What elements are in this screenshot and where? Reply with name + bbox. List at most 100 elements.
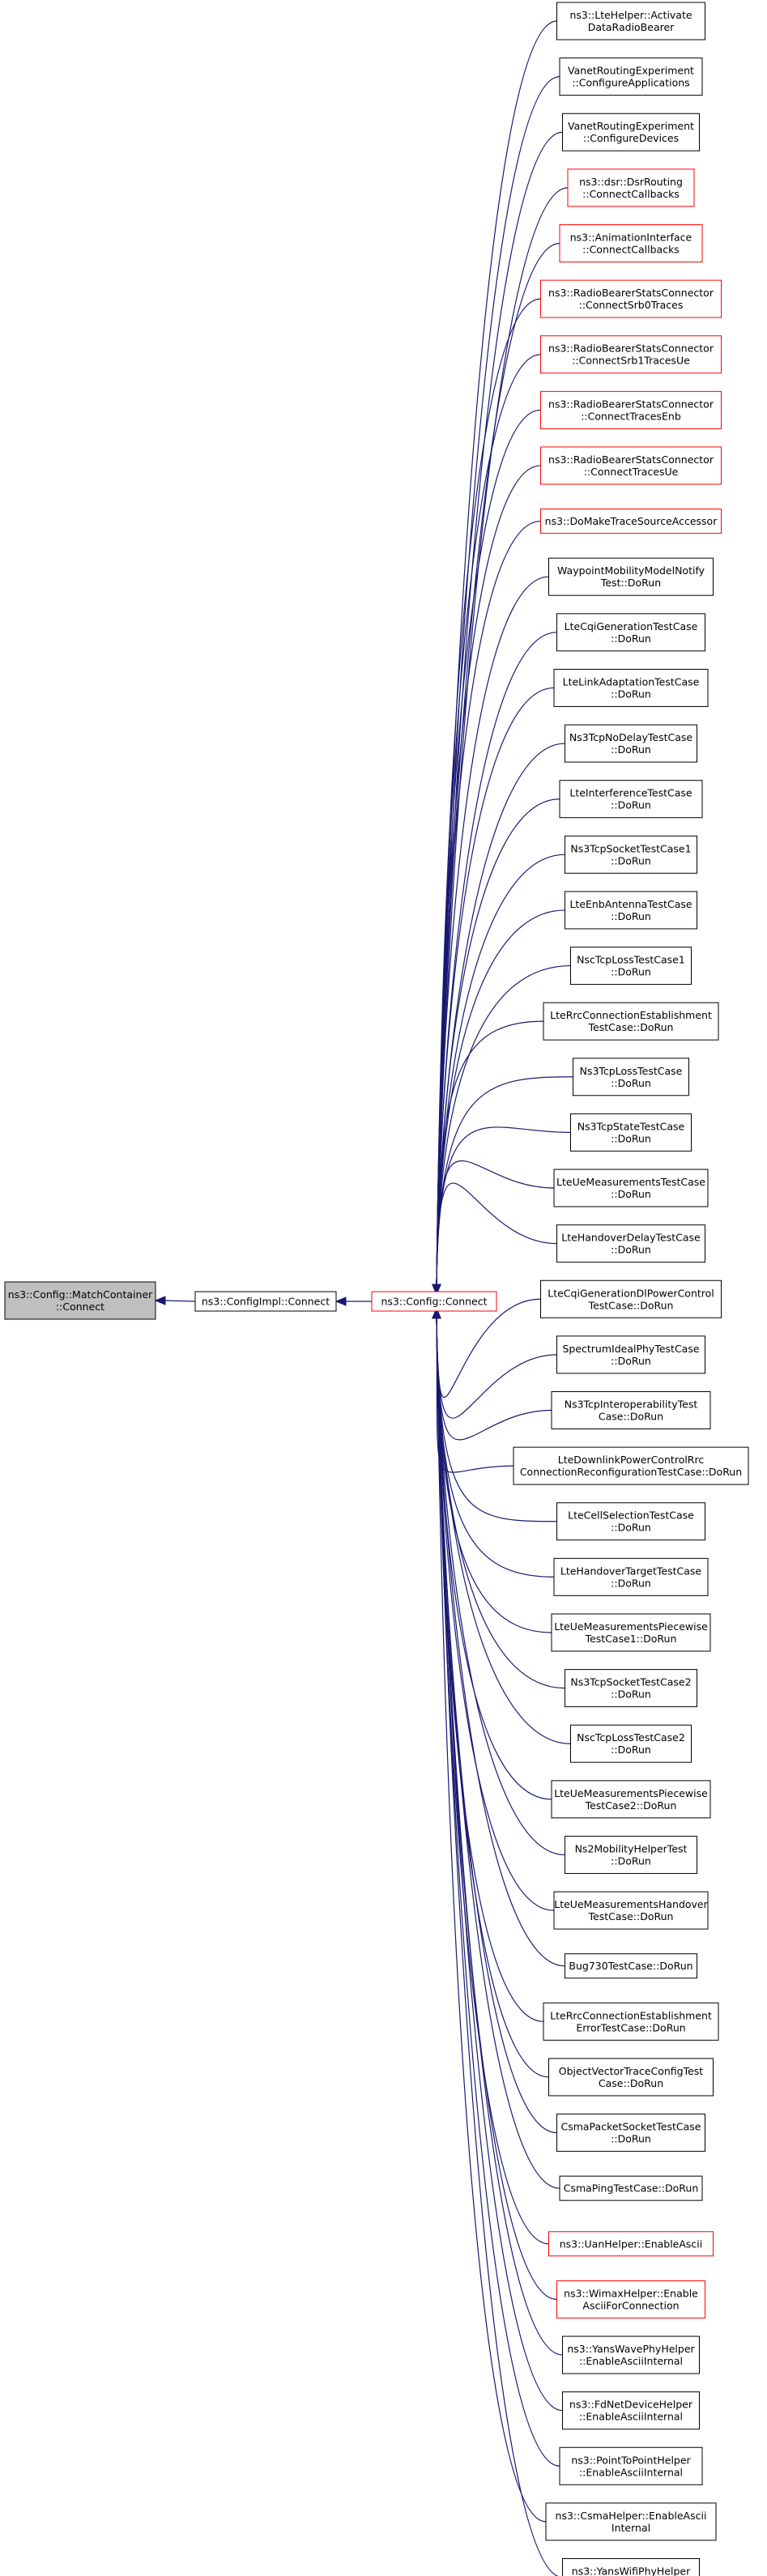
node-label-line: ns3::PointToPointHelper — [571, 2454, 691, 2466]
call-edge — [436, 1160, 555, 1285]
node-label-line: ns3::Config::MatchContainer — [8, 1288, 153, 1301]
node-caller-ltelinkadaptationtestcase-dorun[interactable]: LteLinkAdaptationTestCase::DoRun — [553, 668, 709, 707]
node-label-line: TestCase::DoRun — [588, 1021, 674, 1033]
node-label-line: LteInterferenceTestCase — [569, 787, 692, 799]
node-root-matchcontainer-connect[interactable]: ns3::Config::MatchContainer::Connect — [4, 1281, 156, 1320]
node-box — [540, 390, 722, 429]
node-caller-ns3-yanswavephyhelper-enableasciiinternal[interactable]: ns3::YansWavePhyHelper::EnableAsciiInter… — [562, 2335, 700, 2374]
node-label-line: NscTcpLossTestCase2 — [577, 1731, 685, 1744]
node-caller-ns3tcplosstestcase-dorun[interactable]: Ns3TcpLossTestCase::DoRun — [573, 1058, 689, 1096]
node-caller-lteenbantennatestcase-dorun[interactable]: LteEnbAntennaTestCase::DoRun — [565, 891, 697, 930]
node-label-line: ::DoRun — [611, 1854, 651, 1867]
call-edge — [436, 1318, 547, 2523]
node-box — [553, 1557, 709, 1596]
node-configimpl-connect[interactable]: ns3::ConfigImpl::Connect — [194, 1291, 337, 1312]
node-caller-lteuemeasurementstestcase-dorun[interactable]: LteUeMeasurementsTestCase::DoRun — [553, 1169, 709, 1207]
node-caller-ns3-animationinterface-connectcallbacks[interactable]: ns3::AnimationInterface::ConnectCallback… — [559, 224, 703, 262]
node-config-connect[interactable]: ns3::Config::Connect — [371, 1291, 497, 1312]
node-box — [540, 446, 722, 485]
node-label-line: ::DoRun — [611, 854, 651, 866]
node-caller-ns3-radiobearerstatsconnector-connectsrb1tracesue[interactable]: ns3::RadioBearerStatsConnector::ConnectS… — [540, 335, 722, 374]
node-caller-ltehandoverdelaytestcase-dorun[interactable]: LteHandoverDelayTestCase::DoRun — [556, 1224, 705, 1263]
node-caller-ns3-radiobearerstatsconnector-connectsrb0traces[interactable]: ns3::RadioBearerStatsConnector::ConnectS… — [540, 279, 722, 318]
node-label-line: ns3::YansWifiPhyHelper — [572, 2565, 691, 2576]
node-caller-vanetroutingexperiment-configuredevices[interactable]: VanetRoutingExperiment::ConfigureDevices — [562, 113, 700, 151]
node-label-line: ns3::LteHelper::Activate — [569, 9, 692, 21]
node-label-line: ::DoRun — [611, 688, 651, 700]
call-edge — [436, 1020, 544, 1285]
node-caller-spectrumidealphytestcase-dorun[interactable]: SpectrumIdealPhyTestCase::DoRun — [556, 1335, 705, 1374]
node-caller-lteinterferencetestcase-dorun[interactable]: LteInterferenceTestCase::DoRun — [559, 780, 703, 819]
node-label-line: Ns2MobilityHelperTest — [575, 1842, 688, 1854]
node-caller-csmapacketsockettestcase-dorun[interactable]: CsmaPacketSocketTestCase::DoRun — [556, 2114, 705, 2152]
node-box — [565, 1835, 697, 1874]
node-label-line: ::DoRun — [611, 1744, 651, 1756]
node-label-line: ::DoRun — [611, 1355, 651, 1367]
node-label-line: ns3::UanHelper::EnableAscii — [560, 2238, 703, 2250]
call-edge — [436, 1182, 557, 1285]
node-label-line: ::DoRun — [611, 1077, 651, 1089]
node-caller-nsctcplosstestcase2-dorun[interactable]: NscTcpLossTestCase2::DoRun — [570, 1724, 692, 1763]
node-caller-ns2mobilityhelpertest-dorun[interactable]: Ns2MobilityHelperTest::DoRun — [565, 1835, 697, 1874]
node-caller-ns3-uanhelper-enableascii[interactable]: ns3::UanHelper::EnableAscii — [548, 2231, 714, 2257]
node-box — [559, 224, 703, 262]
node-caller-lterrcconnectionestablishmenttestcase-dorun[interactable]: LteRrcConnectionEstablishmentTestCase::D… — [543, 1002, 719, 1041]
node-caller-csmapingtestcase-dorun[interactable]: CsmaPingTestCase::DoRun — [559, 2175, 703, 2201]
node-label-line: ErrorTestCase::DoRun — [576, 2021, 685, 2033]
node-label-line: ::Connect — [56, 1301, 104, 1313]
node-caller-ltecellselectiontestcase-dorun[interactable]: LteCellSelectionTestCase::DoRun — [556, 1502, 705, 1541]
node-label-line: LteDownlinkPowerControlRrc — [558, 1454, 705, 1466]
node-caller-ns3-fdnetdevicehelper-enableasciiinternal[interactable]: ns3::FdNetDeviceHelper::EnableAsciiInter… — [562, 2391, 700, 2430]
call-edge — [436, 1126, 571, 1285]
node-label-line: ::DoRun — [611, 910, 651, 922]
node-box — [556, 1224, 705, 1263]
node-label-line: LteEnbAntennaTestCase — [569, 898, 692, 910]
node-caller-ns3tcpsockettestcase1-dorun[interactable]: Ns3TcpSocketTestCase1::DoRun — [565, 835, 697, 874]
node-caller-ns3-radiobearerstatsconnector-connecttracesue[interactable]: ns3::RadioBearerStatsConnector::ConnectT… — [540, 446, 722, 485]
call-edge — [436, 1298, 541, 1399]
node-caller-ns3tcpstatetestcase-dorun[interactable]: Ns3TcpStateTestCase::DoRun — [570, 1113, 692, 1152]
node-caller-ns3-wimaxhelper-enableasciiforconnection[interactable]: ns3::WimaxHelper::EnableAsciiForConnecti… — [556, 2280, 705, 2318]
node-label-line: ::EnableAsciiInternal — [579, 2411, 683, 2423]
node-box — [565, 1953, 697, 1979]
node-label-line: LteUeMeasurementsPiecewise — [554, 1620, 708, 1633]
node-caller-lteuemeasurementspiecewisetestcase1-dorun[interactable]: LteUeMeasurementsPiecewiseTestCase1::DoR… — [551, 1613, 711, 1652]
node-caller-ltecqigenerationtestcase-dorun[interactable]: LteCqiGenerationTestCase::DoRun — [556, 613, 705, 652]
call-edge — [436, 1318, 514, 1473]
node-caller-bug730testcase-dorun[interactable]: Bug730TestCase::DoRun — [565, 1953, 697, 1979]
node-label-line: VanetRoutingExperiment — [568, 65, 694, 77]
node-caller-ns3-domaketracesourceaccessor[interactable]: ns3::DoMakeTraceSourceAccessor — [540, 509, 722, 534]
node-label-line: ns3::RadioBearerStatsConnector — [548, 398, 714, 410]
arrowhead — [154, 1296, 166, 1305]
node-label-line: LteCqiGenerationTestCase — [565, 620, 698, 632]
node-label-line: Ns3TcpSocketTestCase1 — [570, 842, 691, 854]
node-box — [556, 2114, 705, 2152]
node-box — [553, 668, 709, 707]
node-caller-vanetroutingexperiment-configureapplications[interactable]: VanetRoutingExperiment::ConfigureApplica… — [559, 57, 703, 96]
node-caller-ltecqigenerationdlpowercontroltestcase-dorun[interactable]: LteCqiGenerationDlPowerControlTestCase::… — [540, 1279, 722, 1318]
node-caller-ns3-dsr-dsrrouting-connectcallbacks[interactable]: ns3::dsr::DsrRouting::ConnectCallbacks — [567, 168, 695, 207]
node-caller-lteuemeasurementspiecewisetestcase2-dorun[interactable]: LteUeMeasurementsPiecewiseTestCase2::DoR… — [551, 1780, 711, 1819]
node-label-line: LteLinkAdaptationTestCase — [563, 675, 700, 688]
node-label-line: ::DoRun — [611, 1188, 651, 1200]
node-label-line: NscTcpLossTestCase1 — [577, 954, 685, 966]
node-caller-ns3-yanswifiphyhelper-enableasciiinternal[interactable]: ns3::YansWifiPhyHelper::EnableAsciiInter… — [562, 2558, 700, 2576]
node-caller-lterrcconnectionestablishmenterrortestcase-dorun[interactable]: LteRrcConnectionEstablishmentErrorTestCa… — [543, 2002, 719, 2041]
node-caller-ns3tcpsockettestcase2-dorun[interactable]: Ns3TcpSocketTestCase2::DoRun — [565, 1669, 697, 1708]
node-caller-ns3tcpnodelaytestcase-dorun[interactable]: Ns3TcpNoDelayTestCase::DoRun — [565, 724, 697, 763]
node-caller-ltehandovertargettestcase-dorun[interactable]: LteHandoverTargetTestCase::DoRun — [553, 1557, 709, 1596]
node-caller-ltedownlinkpowercontrolrrcconnectionreconfigurationtestcase-dorun[interactable]: LteDownlinkPowerControlRrcConnectionReco… — [513, 1446, 749, 1485]
node-caller-nsctcplosstestcase1-dorun[interactable]: NscTcpLossTestCase1::DoRun — [570, 947, 692, 986]
node-box — [551, 1391, 711, 1429]
node-label-line: Ns3TcpNoDelayTestCase — [569, 731, 692, 743]
node-caller-ns3-radiobearerstatsconnector-connecttracesenb[interactable]: ns3::RadioBearerStatsConnector::ConnectT… — [540, 390, 722, 429]
node-caller-ns3-csmahelper-enableasciiinternal[interactable]: ns3::CsmaHelper::EnableAsciiInternal — [545, 2502, 717, 2541]
node-caller-ns3-pointtopointhelper-enableasciiinternal[interactable]: ns3::PointToPointHelper::EnableAsciiInte… — [559, 2446, 703, 2485]
node-box — [540, 335, 722, 374]
